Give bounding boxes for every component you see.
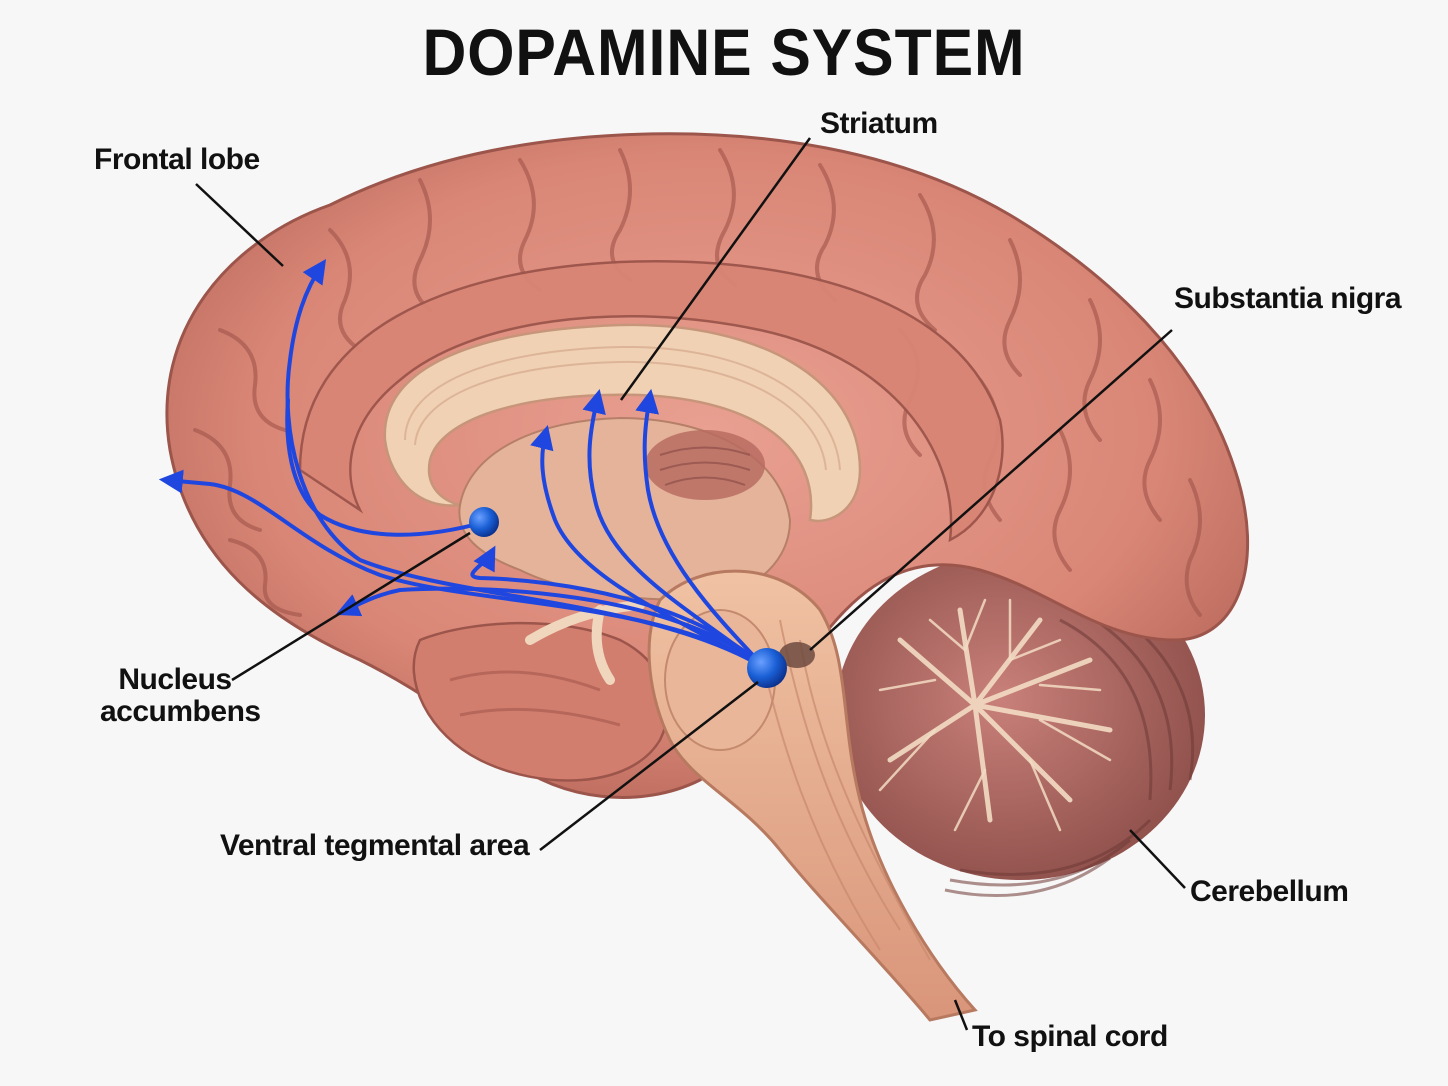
leader-substantia-nigra bbox=[809, 329, 1173, 651]
dopamine-pathways bbox=[158, 259, 767, 670]
cerebrum-shape bbox=[165, 132, 1249, 799]
diagram-title: DOPAMINE SYSTEM bbox=[422, 15, 1026, 89]
leader-cerebellum bbox=[1129, 829, 1186, 889]
label-cerebellum: Cerebellum bbox=[1190, 875, 1349, 908]
leader-nucleus-accumbens bbox=[231, 531, 471, 682]
pathway-mesolimbic bbox=[470, 545, 767, 670]
pathway-striatum-2 bbox=[582, 388, 767, 670]
label-nucleus-accumbens: Nucleus accumbens bbox=[100, 663, 261, 729]
leader-frontal-lobe bbox=[195, 183, 284, 267]
label-substantia-nigra: Substantia nigra bbox=[1174, 282, 1402, 315]
nucleus-accumbens-node bbox=[469, 507, 499, 537]
pathway-frontal-middle bbox=[285, 398, 487, 537]
label-frontal-lobe: Frontal lobe bbox=[94, 143, 260, 176]
leader-vta bbox=[539, 681, 759, 851]
ventral-tegmental-area-node bbox=[747, 648, 787, 688]
pathway-striatum-3 bbox=[635, 388, 767, 670]
pathway-frontal-pole bbox=[158, 469, 767, 670]
leader-spinal-cord bbox=[953, 999, 969, 1031]
leader-striatum bbox=[619, 137, 812, 401]
label-nucleus-accumbens-line1: Nucleus bbox=[118, 663, 232, 696]
label-nucleus-accumbens-line2: accumbens bbox=[100, 695, 261, 729]
pathway-striatum-1 bbox=[530, 425, 767, 670]
label-ventral-tegmental-area: Ventral tegmental area bbox=[220, 829, 530, 862]
label-striatum: Striatum bbox=[820, 107, 938, 140]
leader-lines bbox=[195, 137, 1186, 1031]
cerebellum-shape bbox=[835, 550, 1205, 898]
label-spinal-cord: To spinal cord bbox=[972, 1020, 1168, 1053]
